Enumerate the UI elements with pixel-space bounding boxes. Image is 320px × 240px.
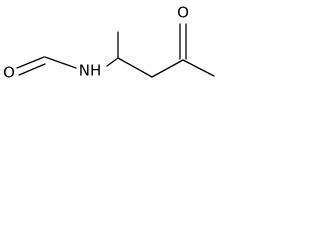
formyl-nitrogen-bond: [44, 56, 77, 69]
structural-formula: O NH O: [3, 4, 215, 82]
carbonyl-methyl-bond: [182, 59, 215, 77]
amide-nitrogen-label: NH: [79, 62, 102, 80]
bonds: [16, 23, 215, 78]
methine-methylene-bond: [117, 57, 153, 78]
methylene-carbonyl-bond: [151, 59, 184, 78]
nitrogen-methine-bond: [106, 57, 119, 67]
formyl-double-bond-inner: [18, 63, 46, 76]
formyl-double-bond-outer: [16, 56, 45, 69]
formyl-oxygen-label: O: [3, 64, 15, 82]
ketone-oxygen-label: O: [177, 4, 189, 22]
atom-labels: O NH O: [3, 4, 189, 82]
